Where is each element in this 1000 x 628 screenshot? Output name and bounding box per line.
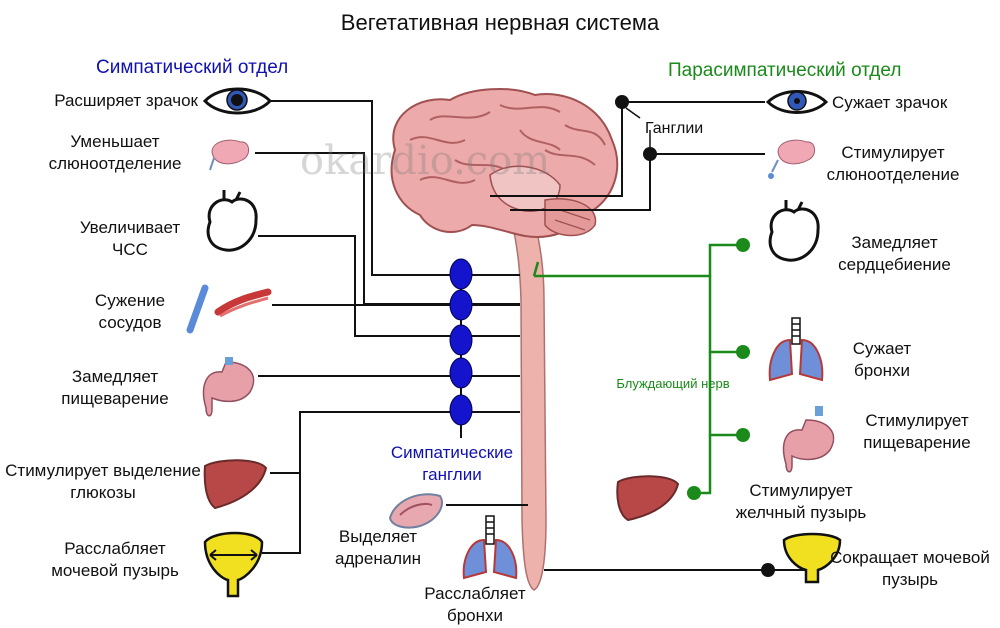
vagus-ganglion-dot: [736, 428, 750, 442]
ganglia-label: Ганглии: [645, 120, 704, 137]
symp-line-heart: [258, 235, 520, 337]
symp-effect-vessels: Сужение сосудов: [94, 291, 166, 332]
vagus-line-gallbladder: [694, 435, 712, 495]
para-line-saliva: [510, 153, 765, 211]
eye-icon: [765, 90, 829, 114]
parasympathetic-header: Парасимпатический отдел: [668, 60, 902, 81]
spinal-cord: [511, 221, 547, 591]
lungs-icon: [462, 515, 518, 580]
sympathetic-ganglion: [449, 357, 473, 389]
watermark: okardio.com: [300, 138, 551, 184]
vagus-line-heart: [534, 243, 742, 278]
symp-effect-bronchi: Расслабляет бронхи: [424, 584, 526, 625]
ganglia-pointer: [625, 107, 651, 147]
symp-effect-digestion: Замедляет пищеварение: [61, 367, 169, 408]
adrenal-gland-icon: [388, 493, 443, 529]
vagus-line-bronchi: [708, 276, 742, 354]
vagus-ganglion-dot: [687, 486, 701, 500]
para-effect-bladder: Сокращает мочевой пузырь: [830, 548, 990, 589]
para-effect-digestion: Стимулирует пищеварение: [863, 411, 971, 452]
symp-effect-adrenaline: Выделяет адреналин: [335, 527, 421, 568]
liver-icon: [203, 459, 268, 510]
para-ganglion-dot: [615, 95, 629, 109]
vagus-ganglion-dot: [736, 345, 750, 359]
symp-line-pupil: [270, 100, 520, 276]
bladder-icon: [203, 531, 264, 598]
vagus-ganglia-dots: [687, 238, 750, 500]
blood-vessels-icon: [186, 284, 272, 334]
symp-effect-pupil: Расширяет зрачок: [54, 91, 198, 110]
para-effect-pupil: Сужает зрачок: [832, 93, 948, 112]
para-ganglia-dots: [615, 95, 775, 577]
sympathetic-ganglia: [449, 258, 473, 426]
para-effect-bronchi: Сужает бронхи: [852, 339, 912, 380]
sympathetic-header: Симпатический отдел: [96, 57, 289, 78]
vagus-line-stomach: [708, 352, 742, 437]
para-effect-saliva: Стимулирует слюноотделение: [826, 143, 960, 184]
para-ganglion-dot: [643, 147, 657, 161]
sympathetic-ganglion: [449, 324, 473, 356]
liver-icon: [616, 475, 680, 522]
symp-effect-saliva: Уменьшает слюноотделение: [48, 132, 182, 173]
brain-icon: [390, 87, 619, 238]
symp-line-bladder: [262, 473, 301, 554]
para-ganglion-dot: [761, 563, 775, 577]
vagus-ganglion-dot: [736, 238, 750, 252]
symp-effect-glucose: Стимулирует выделение глюкозы: [5, 461, 201, 502]
para-line-pupil: [490, 101, 765, 197]
page-title: Вегетативная нервная система: [340, 10, 660, 35]
stomach-icon: [202, 357, 255, 417]
sympathetic-ganglion: [449, 289, 473, 321]
sympathetic-ganglion: [449, 394, 473, 426]
heart-icon: [206, 190, 258, 252]
symp-effect-heart: Увеличивает ЧСС: [79, 218, 181, 259]
vagus-nerve-label: Блуждающий нерв: [616, 376, 730, 391]
vagus-root: [532, 261, 540, 277]
eye-icon: [202, 87, 273, 115]
lungs-icon: [768, 317, 824, 382]
para-effect-gallbladder: Стимулирует желчный пузырь: [735, 481, 867, 522]
bladder-icon: [782, 532, 842, 584]
symp-line-liver: [270, 411, 520, 474]
salivary-gland-icon: [209, 139, 249, 171]
sympathetic-ganglia-label: Симпатические ганглии: [390, 443, 514, 484]
stomach-icon: [782, 406, 835, 473]
salivary-gland-icon: [768, 139, 815, 179]
vagus-wiring: [532, 243, 742, 495]
heart-icon: [768, 200, 820, 262]
symp-effect-bladder: Расслабляет мочевой пузырь: [51, 539, 179, 580]
sympathetic-ganglion: [449, 258, 473, 290]
para-effect-heart: Замедляет сердцебиение: [838, 233, 951, 274]
